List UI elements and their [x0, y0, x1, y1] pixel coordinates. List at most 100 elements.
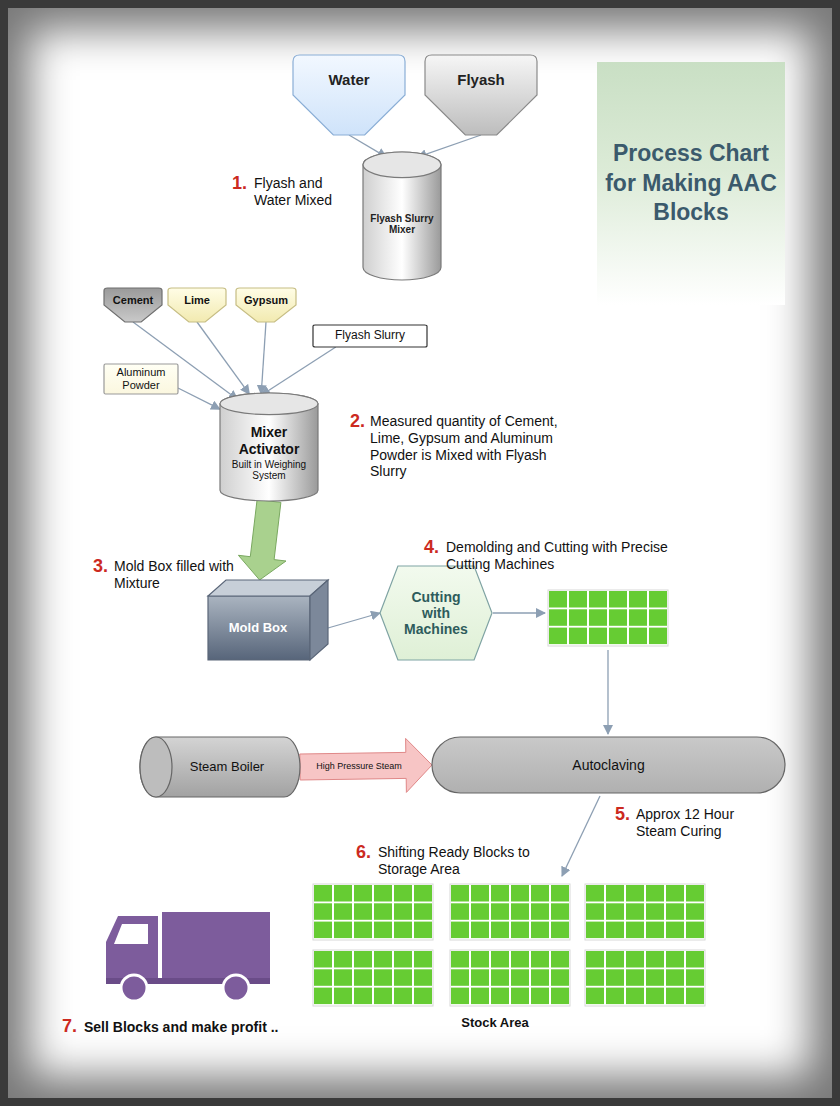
aac-block: [451, 988, 469, 1005]
funnel-shape: [293, 55, 405, 135]
aac-block: [394, 951, 412, 968]
truck-cab: [106, 916, 158, 980]
step-note: Approx 12 Hour Steam Curing: [636, 806, 776, 840]
aac-block: [334, 922, 352, 939]
aac-block: [586, 988, 604, 1005]
aac-block: [394, 922, 412, 939]
aac-block: [414, 969, 432, 986]
aac-block: [551, 988, 569, 1005]
node-text: Flyash: [457, 71, 505, 88]
aac-block: [374, 922, 392, 939]
aac-block: [471, 885, 489, 902]
material-hopper: Lime: [168, 288, 226, 322]
aac-block: [569, 591, 587, 608]
aac-block: [314, 885, 332, 902]
aac-block: [551, 922, 569, 939]
node-text: Autoclaving: [572, 757, 644, 773]
aac-block: [314, 922, 332, 939]
aac-block: [414, 951, 432, 968]
aac-block: [646, 903, 664, 920]
aac-block: [646, 969, 664, 986]
connector-arrow: [261, 347, 336, 395]
aac-block: [394, 988, 412, 1005]
callout-number: 6.: [356, 842, 371, 864]
node-text: Mixer Activator: [225, 424, 313, 456]
process-box: Flyash Slurry: [313, 325, 427, 347]
aac-block: [626, 951, 644, 968]
diagram-title: Process Chart for Making AAC Blocks: [605, 139, 777, 227]
node-text: Flyash Slurry: [335, 329, 405, 343]
aac-block: [531, 969, 549, 986]
aac-block: [334, 885, 352, 902]
aac-block: [511, 969, 529, 986]
aac-block: [589, 591, 607, 608]
process-hexagon: Cutting with Machines: [380, 566, 492, 660]
aac-block: [374, 951, 392, 968]
block-grids: [313, 590, 705, 1006]
truck-wheel: [121, 975, 147, 1001]
aac-block: [586, 922, 604, 939]
callout-number: 2.: [350, 411, 365, 433]
aac-block: [531, 988, 549, 1005]
aac-block: [686, 969, 704, 986]
title-panel: Process Chart for Making AAC Blocks: [597, 62, 785, 305]
aac-block: [354, 969, 372, 986]
connector-arrow: [328, 613, 380, 628]
aac-block: [666, 885, 684, 902]
block-grid: [313, 950, 433, 1006]
edge-label: High Pressure Steam: [315, 761, 403, 772]
aac-block: [646, 922, 664, 939]
truck-window: [114, 924, 148, 944]
aac-block: [666, 951, 684, 968]
step-note: Shifting Ready Blocks to Storage Area: [378, 844, 568, 878]
aac-block: [649, 591, 667, 608]
aac-block: [609, 609, 627, 626]
leader-arrow: [562, 796, 600, 876]
aac-block: [491, 922, 509, 939]
aac-block: [626, 885, 644, 902]
aac-block: [354, 922, 372, 939]
aac-block: [414, 903, 432, 920]
aac-block: [511, 903, 529, 920]
aac-block: [606, 951, 624, 968]
aac-block: [491, 988, 509, 1005]
aac-block: [414, 885, 432, 902]
aac-block: [511, 922, 529, 939]
aac-block: [471, 903, 489, 920]
aac-block: [586, 903, 604, 920]
aac-block: [569, 628, 587, 645]
aac-block: [451, 885, 469, 902]
step-note: Measured quantity of Cement, Lime, Gypsu…: [370, 413, 570, 480]
aac-block: [471, 969, 489, 986]
node-text: Cutting with Machines: [398, 589, 474, 637]
node-text: Cement: [113, 294, 153, 307]
truck-icon: [106, 912, 270, 1001]
aac-block: [451, 951, 469, 968]
node-text: Flyash Slurry Mixer: [368, 213, 436, 236]
step-note: Demolding and Cutting with Precise Cutti…: [446, 539, 676, 573]
aac-block: [451, 903, 469, 920]
step-note: Flyash and Water Mixed: [254, 175, 354, 209]
aac-block: [374, 885, 392, 902]
mold-box: Mold Box: [208, 580, 328, 660]
material-hopper: Gypsum: [236, 288, 296, 322]
aac-block: [686, 903, 704, 920]
aac-block: [471, 922, 489, 939]
block-grid: [548, 590, 668, 646]
aac-block: [414, 988, 432, 1005]
aac-block: [649, 609, 667, 626]
connector-arrow: [261, 322, 266, 394]
aac-block: [314, 951, 332, 968]
funnel-hopper: Water: [293, 55, 405, 135]
block-grid: [450, 950, 570, 1006]
block-grid: [585, 950, 705, 1006]
block-grid: [450, 884, 570, 940]
boiler-cylinder: Steam Boiler: [140, 737, 300, 797]
step-note: Sell Blocks and make profit ..: [84, 1019, 364, 1036]
truck-wheel: [223, 975, 249, 1001]
aac-block: [609, 591, 627, 608]
aac-block: [549, 609, 567, 626]
step-note: Mold Box filled with Mixture: [114, 558, 234, 592]
autoclave-box: Autoclaving: [432, 737, 785, 793]
